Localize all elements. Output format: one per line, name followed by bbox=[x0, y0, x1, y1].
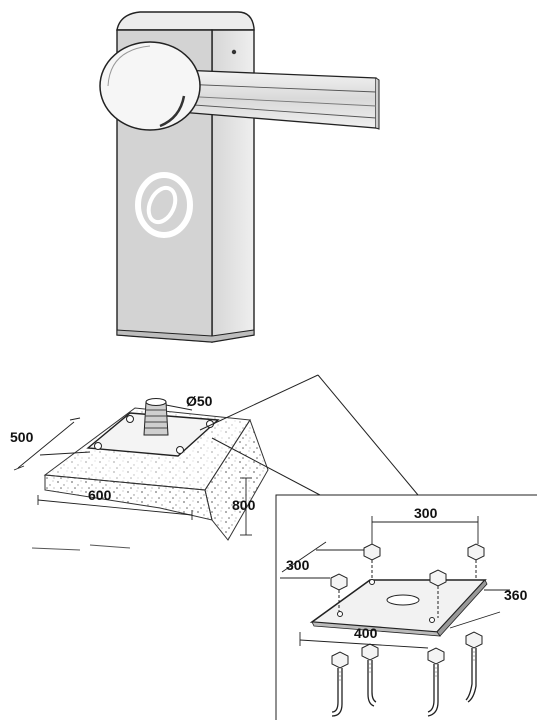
nut-icon bbox=[126, 415, 134, 423]
barrier-base bbox=[116, 329, 255, 343]
nut-icon bbox=[94, 442, 102, 450]
plate-center-hole bbox=[386, 594, 420, 606]
pipe-diameter-label: Ø50 bbox=[186, 393, 213, 409]
anchor-bolts bbox=[331, 631, 483, 717]
foundation-side bbox=[204, 418, 269, 541]
detail-callout: 300 300 400 360 bbox=[199, 374, 537, 720]
foundation-depth-label: 800 bbox=[232, 497, 256, 513]
conduit-pipe bbox=[143, 398, 169, 436]
nut-icon bbox=[176, 446, 184, 454]
detail-frame bbox=[275, 494, 537, 720]
screw-icon bbox=[231, 49, 237, 55]
plate-depth-label: 360 bbox=[504, 587, 528, 603]
barrier-top-cap bbox=[116, 11, 255, 31]
stylized-o-logo-icon bbox=[135, 172, 193, 238]
foundation-width-label: 500 bbox=[10, 429, 34, 445]
barrier-illustration bbox=[99, 11, 380, 343]
plate-width-label: 400 bbox=[354, 625, 378, 641]
bolt-spacing-y-label: 300 bbox=[286, 557, 310, 573]
foundation-length-label: 600 bbox=[88, 487, 112, 503]
bolt-spacing-x-label: 300 bbox=[414, 505, 438, 521]
arm-hub bbox=[99, 41, 201, 131]
foundation-illustration: Ø50 500 600 800 bbox=[10, 393, 269, 551]
